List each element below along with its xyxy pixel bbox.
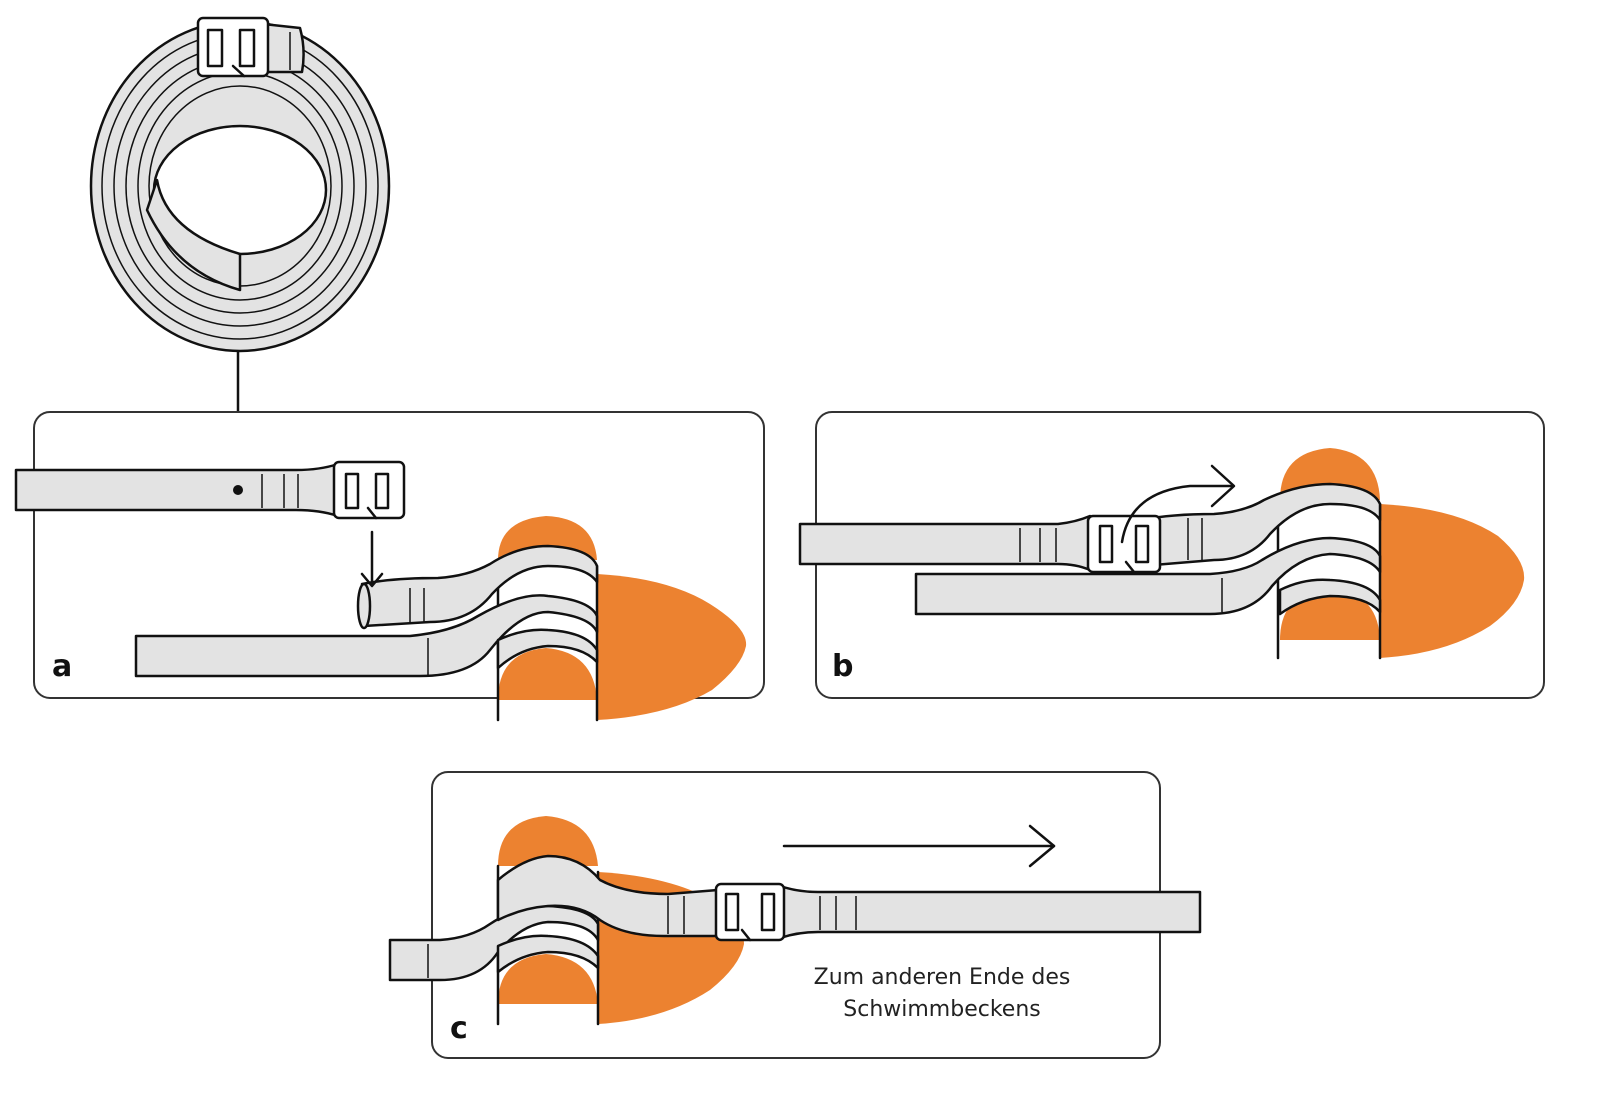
panel-a: a <box>14 411 765 722</box>
caption-line-2: Schwimmbeckens <box>843 997 1040 1022</box>
arrow-curved-icon <box>1120 464 1236 544</box>
strap-lower <box>134 594 599 678</box>
strap-with-buckle <box>798 514 1092 572</box>
buckle-icon <box>714 882 786 942</box>
coiled-strap-icon <box>89 16 391 492</box>
strap-end-loop <box>360 544 599 628</box>
panel-b-label: b <box>832 649 853 684</box>
arrow-down-icon <box>360 530 384 588</box>
buckle-icon <box>332 460 406 520</box>
panel-c: Zum anderen Ende des Schwimmbeckens c <box>388 771 1202 1059</box>
arrow-right-icon <box>782 824 1056 868</box>
buckle-icon <box>1086 514 1162 574</box>
panel-c-label: c <box>450 1011 468 1046</box>
panel-a-label: a <box>52 649 72 684</box>
strap-lower <box>388 904 600 982</box>
strap-with-buckle <box>14 462 340 518</box>
caption-line-1: Zum anderen Ende des <box>814 965 1071 990</box>
strap-lower <box>914 536 1382 616</box>
panel-b: b <box>798 411 1545 699</box>
strap-long <box>778 884 1202 940</box>
